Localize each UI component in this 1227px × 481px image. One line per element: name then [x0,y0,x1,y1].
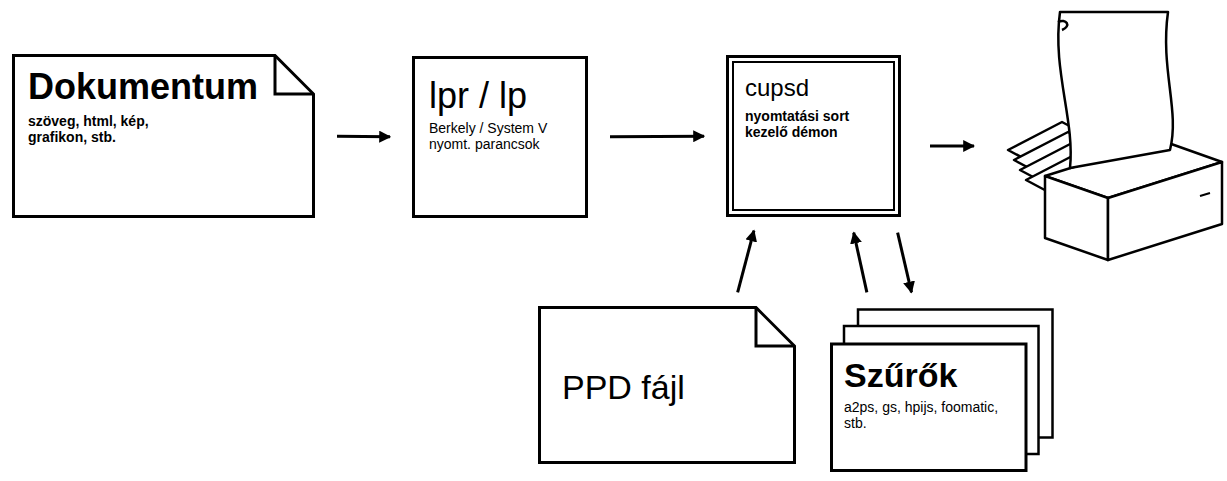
text-group: lpr / lp Berkely / System V nyomt. paranc… [429,75,579,153]
command-box: lpr / lp Berkely / System V nyomt. paranc… [412,56,588,218]
flow-arrow [337,135,390,139]
node-subtitle: szöveg, html, kép, grafikon, stb. [28,113,203,145]
text-group: cupsd nyomtatási sort kezelő démon [745,74,887,140]
node-title: PPD fájl [562,368,685,407]
printer [1008,12,1222,260]
node-title: Dokumentum [28,66,258,107]
ppd-file-box: PPD fájl [538,306,796,464]
document-box: Dokumentum szöveg, html, kép, grafikon, s… [12,54,315,218]
filters-stack: Szűrők a2ps, gs, hpijs, foomatic, stb. [830,308,1054,472]
output-arrow [930,146,974,147]
flow-arrow [738,231,754,293]
text-group: PPD fájl [562,368,685,407]
node-title: Szűrők [844,356,1012,395]
node-subtitle: Berkely / System V nyomt. parancsok [429,120,579,152]
node-subtitle: nyomtatási sort kezelő démon [745,108,887,140]
daemon-box: cupsd nyomtatási sort kezelő démon [726,55,901,217]
node-title: lpr / lp [429,75,579,116]
text-group: Dokumentum szöveg, html, kép, grafikon, s… [28,66,258,146]
node-subtitle: a2ps, gs, hpijs, foomatic, stb. [844,399,1012,431]
flow-arrow [854,233,867,293]
text-group: Szűrők a2ps, gs, hpijs, foomatic, stb. [844,356,1012,431]
flow-arrow [610,135,704,139]
flow-arrow [898,233,912,293]
node-title: cupsd [745,74,887,102]
